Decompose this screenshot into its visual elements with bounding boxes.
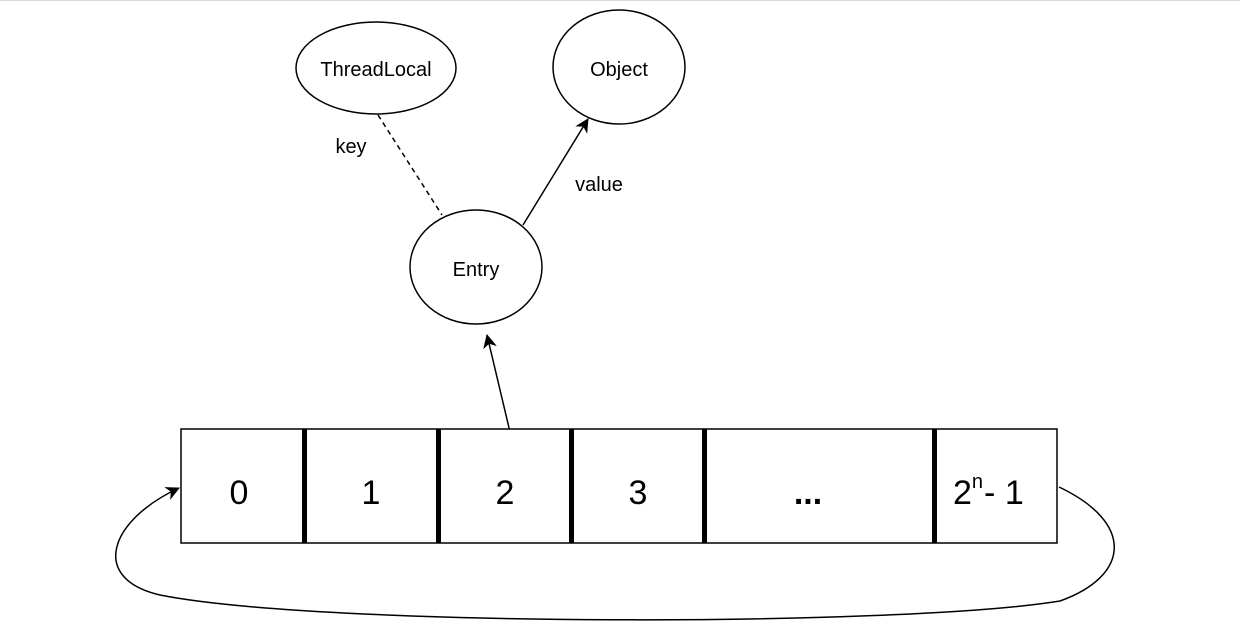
- value-edge: [522, 118, 589, 226]
- wraparound-edge: [115, 486, 1115, 621]
- array-cell-1: 1: [362, 474, 381, 512]
- array: 0 1 2 3 ... 2n- 1: [180, 428, 1058, 544]
- object-label: Object: [590, 59, 648, 81]
- object-node: Object: [552, 9, 686, 125]
- entry-label: Entry: [453, 259, 500, 281]
- cell-to-entry-edge: [483, 334, 511, 433]
- key-edge-label: key: [335, 136, 366, 158]
- value-edge-label: value: [575, 174, 623, 196]
- array-cell-ellipsis: ...: [794, 474, 822, 512]
- array-cell-last-base: 2: [953, 474, 972, 512]
- key-edge: [377, 114, 443, 216]
- array-cell-3: 3: [629, 474, 648, 512]
- array-cell-last-rest: - 1: [984, 474, 1024, 512]
- array-cell-0: 0: [230, 474, 249, 512]
- entry-node: Entry: [409, 209, 543, 325]
- array-cell-last-exponent: n: [972, 471, 983, 493]
- threadlocal-node: ThreadLocal: [295, 21, 457, 115]
- threadlocal-label: ThreadLocal: [320, 59, 431, 81]
- array-cell-2: 2: [496, 474, 515, 512]
- array-cell-last: 2n- 1: [953, 471, 1024, 512]
